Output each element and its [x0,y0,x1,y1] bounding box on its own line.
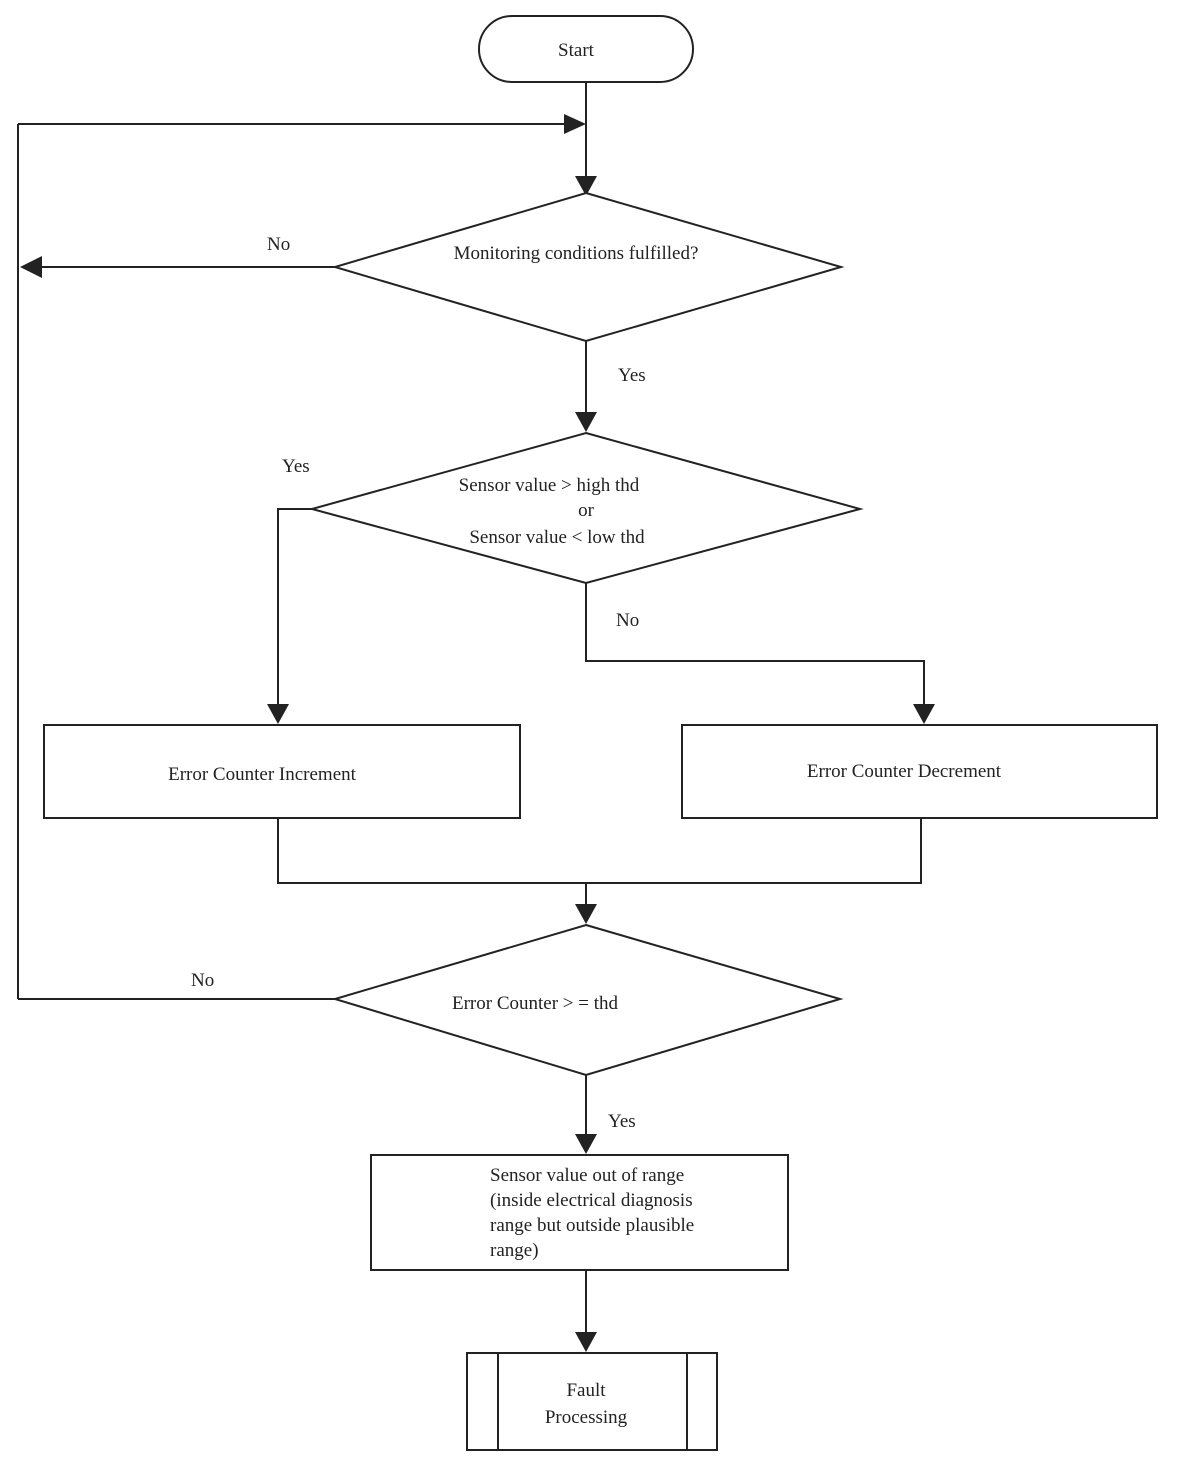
out-of-range-line-3: range but outside plausible [490,1215,694,1236]
arrow-into-increment [267,704,289,724]
monitoring-decision-label: Monitoring conditions fulfilled? [454,243,699,264]
out-of-range-box [370,1154,789,1271]
fault-label-line-1: Fault [566,1380,606,1401]
arrow-into-decrement [913,704,935,724]
arrow-into-counter-check [575,904,597,924]
decrement-box [681,724,1158,819]
counter-yes-label: Yes [608,1111,636,1132]
sensor-decision-line-1: Sensor value > high thd [459,475,640,496]
error-counter-decision-label: Error Counter > = thd [452,993,619,1014]
counter-no-label: No [191,970,214,991]
monitoring-decision [331,191,845,343]
arrow-into-fault [575,1332,597,1352]
connector-sensor-yes [277,508,312,706]
arrow-into-monitoring [575,176,597,196]
fault-label-line-2: Processing [545,1407,628,1428]
increment-box [43,724,521,819]
error-counter-decision [331,923,844,1077]
sensor-decision-line-2: or [578,500,595,521]
start-terminator [478,15,694,83]
sensor-value-decision [308,431,864,585]
sensor-decision-line-3: Sensor value < low thd [469,527,645,548]
connector-merge [277,818,922,884]
sensor-yes-label: Yes [282,456,310,477]
start-label: Start [558,40,595,61]
out-of-range-line-4: range) [490,1240,539,1261]
out-of-range-line-2: (inside electrical diagnosis [490,1190,693,1211]
out-of-range-line-1: Sensor value out of range [490,1165,684,1186]
monitoring-yes-label: Yes [618,365,646,386]
increment-label: Error Counter Increment [168,764,357,785]
arrow-into-out-of-range [575,1134,597,1154]
decrement-label: Error Counter Decrement [807,761,1002,782]
arrow-loop-return [564,114,586,134]
arrow-monitoring-no [20,256,42,278]
fault-processing-box [466,1352,718,1451]
sensor-no-label: No [616,610,639,631]
arrow-into-sensor-check [575,412,597,432]
monitoring-no-label: No [267,234,290,255]
connector-sensor-no [585,583,925,706]
